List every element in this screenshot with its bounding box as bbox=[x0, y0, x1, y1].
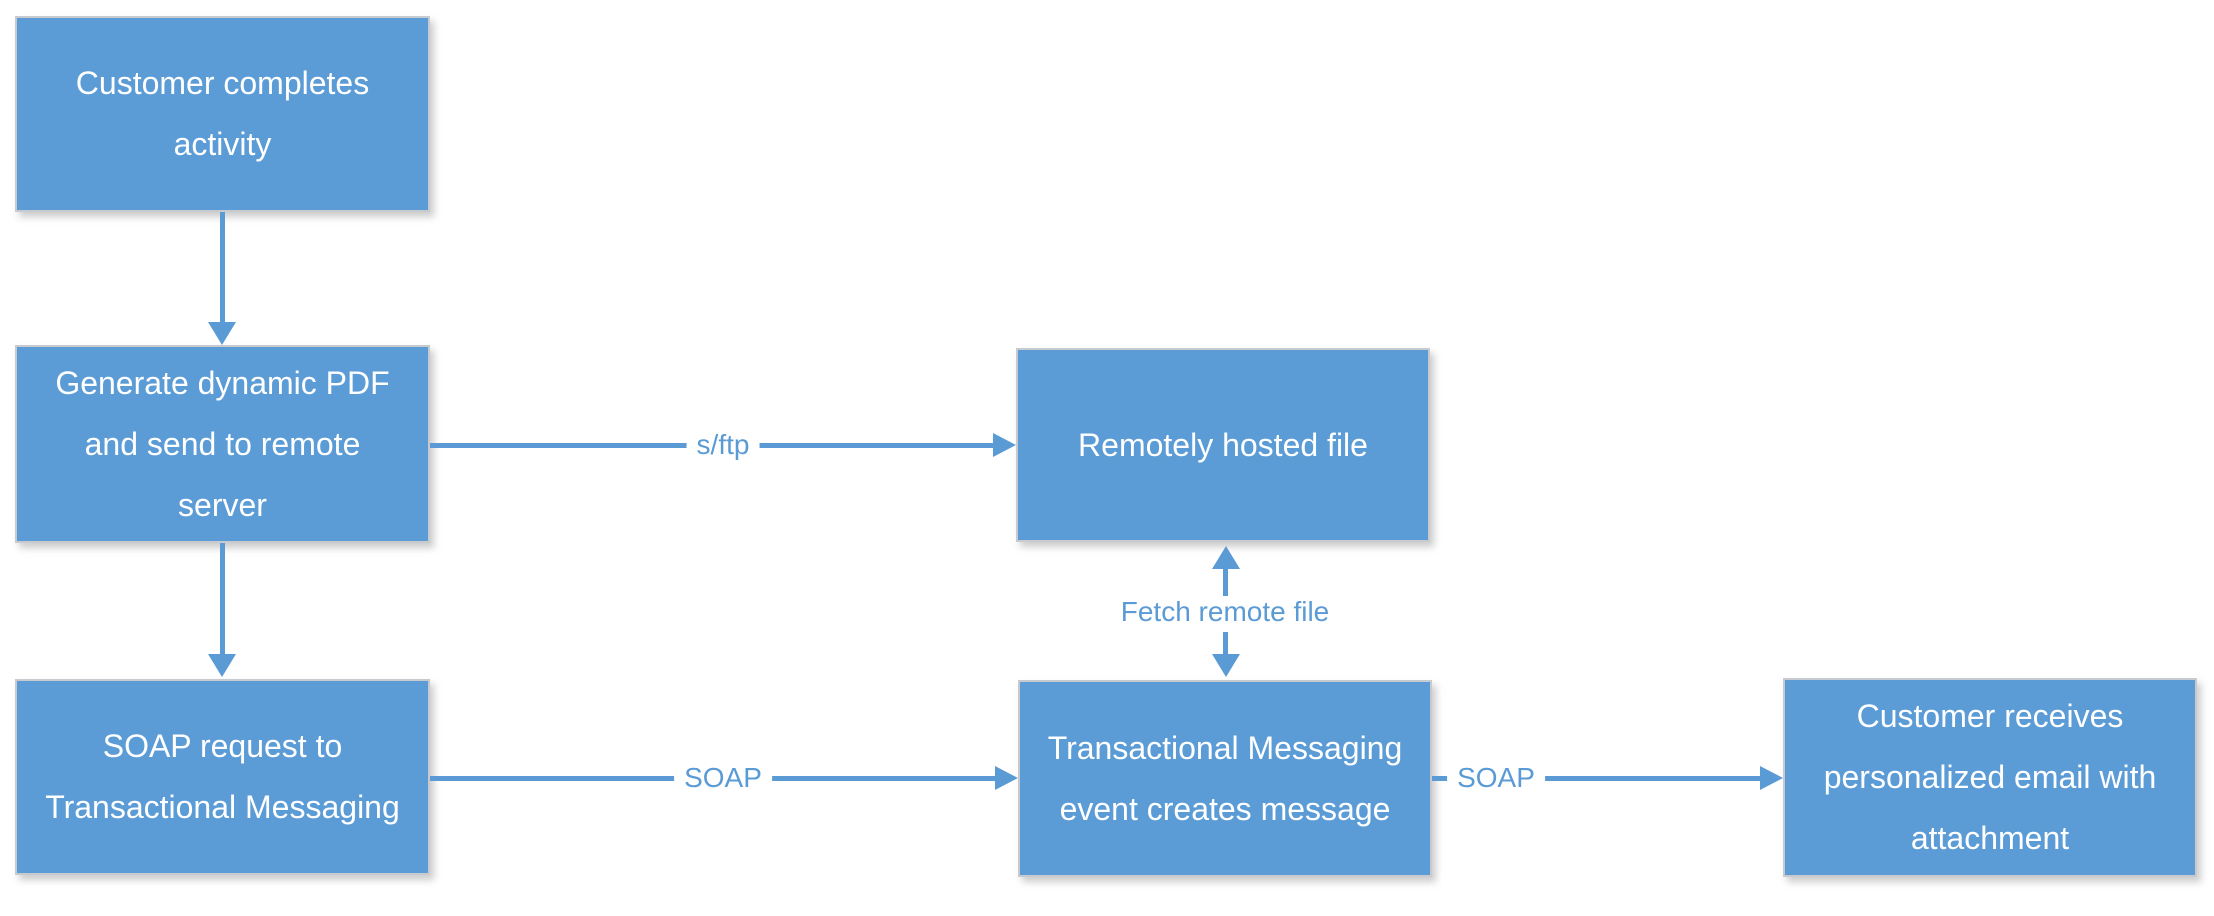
connector-event-to-customer-arrowhead bbox=[1760, 766, 1783, 790]
node-label: Customer receives personalized email wit… bbox=[1823, 698, 2157, 856]
node-label: Generate dynamic PDF and send to remote … bbox=[55, 364, 390, 523]
node-generate-dynamic-pdf: Generate dynamic PDF and send to remote … bbox=[15, 345, 430, 543]
node-soap-request-transactional-messaging: SOAP request to Transactional Messaging bbox=[15, 679, 430, 875]
connector-pdf-to-remote-arrowhead bbox=[993, 433, 1016, 457]
connector-fetch-remote-arrowhead-up bbox=[1212, 546, 1240, 569]
node-customer-completes-activity: Customer completes activity bbox=[15, 16, 430, 212]
connector-fetch-remote-upper-line bbox=[1223, 567, 1228, 596]
connector-fetch-remote-lower-line bbox=[1223, 632, 1228, 655]
connector-pdf-to-soap-request-arrowhead bbox=[208, 654, 236, 677]
edge-label-soap-1: SOAP bbox=[674, 760, 772, 796]
node-label: Customer completes activity bbox=[75, 65, 370, 162]
node-label: Remotely hosted file bbox=[1078, 426, 1368, 463]
connector-activity-to-pdf-arrowhead bbox=[208, 322, 236, 345]
node-remotely-hosted-file: Remotely hosted file bbox=[1016, 348, 1430, 542]
edge-label-sftp: s/ftp bbox=[686, 427, 760, 463]
connector-pdf-to-soap-request-line bbox=[220, 543, 225, 655]
connector-fetch-remote-arrowhead-down bbox=[1212, 654, 1240, 677]
edge-label-fetch-remote-file: Fetch remote file bbox=[1120, 596, 1330, 627]
node-label: Transactional Messaging event creates me… bbox=[1047, 729, 1403, 827]
connector-soap-request-to-event-arrowhead bbox=[995, 766, 1018, 790]
node-customer-receives-email: Customer receives personalized email wit… bbox=[1783, 678, 2197, 877]
node-transactional-messaging-event: Transactional Messaging event creates me… bbox=[1018, 680, 1432, 877]
connector-event-to-customer-line bbox=[1432, 776, 1762, 781]
node-label: SOAP request to Transactional Messaging bbox=[45, 728, 400, 825]
connector-activity-to-pdf-line bbox=[220, 212, 225, 323]
edge-label-soap-2: SOAP bbox=[1447, 760, 1545, 796]
